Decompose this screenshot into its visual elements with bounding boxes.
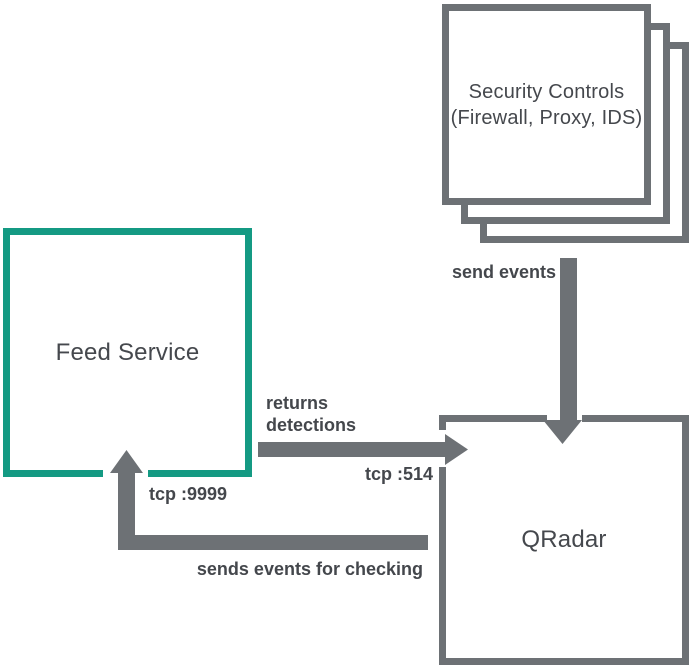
returns-detections-label: returns detections (266, 393, 357, 435)
qradar-left-border-gap (438, 430, 448, 467)
qradar-box: QRadar (439, 415, 689, 665)
feed-service-label: Feed Service (55, 338, 200, 366)
qradar-label: QRadar (521, 526, 607, 553)
security-controls-label-line1: Security Controls (468, 80, 625, 103)
security-controls-label-line2: (Firewall, Proxy, IDS) (450, 106, 643, 129)
qradar-top-border-gap (547, 414, 582, 424)
sends-events-for-checking-label: sends events for checking (196, 559, 423, 579)
security-controls-label: Security Controls (Firewall, Proxy, IDS) (451, 79, 643, 131)
tcp-514-label: tcp :514 (364, 464, 433, 484)
feed-service-box: Feed Service (3, 228, 252, 477)
returns-detections-arrow (258, 434, 468, 465)
feed-service-border-gap (103, 469, 148, 478)
security-controls-box: Security Controls (Firewall, Proxy, IDS) (442, 4, 651, 205)
send-events-label: send events (451, 262, 556, 282)
tcp-9999-label: tcp :9999 (149, 484, 228, 504)
